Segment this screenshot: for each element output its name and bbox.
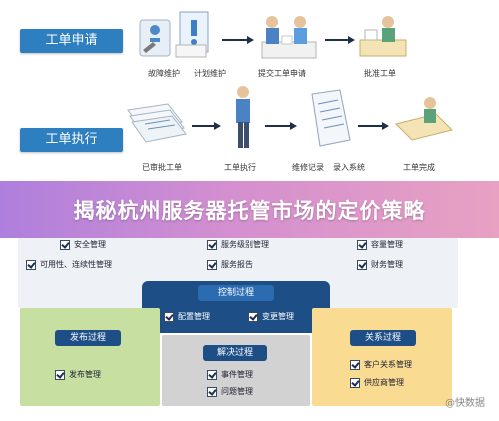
tools-icon [139,19,171,57]
check-incident: 事件管理 [207,369,253,380]
release-process-panel [20,308,160,406]
alert-document-icon [175,11,209,58]
checkbox-icon [248,311,258,322]
meeting-people-icon [261,16,317,59]
relation-process-panel [312,308,452,406]
check-finance: 财务管理 [357,259,403,270]
check-config: 配置管理 [164,311,210,322]
release-process-label: 发布过程 [55,330,121,346]
step-execute-order: 工单执行 [224,163,256,172]
checkbox-icon [350,359,360,370]
check-service-level: 服务级别管理 [207,239,269,250]
watermark: @快数据 [445,398,485,409]
checkbox-icon [357,239,367,250]
control-process-label: 控制过程 [198,285,274,301]
step-enter-system: 录入系统 [333,163,365,172]
step-approve: 批准工单 [364,69,396,78]
checkbox-icon [350,377,360,388]
workflow-illustration [127,11,453,148]
check-supplier: 供应商管理 [350,377,404,388]
check-problem: 问题管理 [207,386,253,397]
worker-icon [236,86,250,148]
step-planned-maintenance: 计划维护 [194,69,226,78]
step-order-complete: 工单完成 [403,163,435,172]
check-capacity: 容量管理 [357,239,403,250]
section-label-execute: 工单执行 [20,128,123,152]
step-approved-order: 已审批工单 [142,163,182,172]
checkbox-icon [26,259,36,270]
checkbox-icon [207,239,217,250]
checkbox-icon [207,386,217,397]
document-stack-icon [127,103,187,143]
checkbox-icon [207,259,217,270]
completion-desk-icon [395,97,453,141]
section-label-apply: 工单申请 [20,29,123,53]
checkbox-icon [55,369,65,380]
check-change: 变更管理 [248,311,294,322]
resolve-process-label: 解决过程 [203,345,267,361]
step-fault-maintenance: 故障维护 [148,69,180,78]
checkbox-icon [164,311,174,322]
check-customer: 客户关系管理 [350,359,412,370]
approval-icon [359,16,407,57]
check-service-report: 服务报告 [207,259,253,270]
check-release: 发布管理 [55,369,101,380]
relation-process-label: 关系过程 [350,330,416,346]
check-availability: 可用性、连续性管理 [26,259,112,270]
record-document-icon [311,89,351,147]
step-submit-request: 提交工单申请 [258,69,306,78]
checkbox-icon [207,369,217,380]
checkbox-icon [357,259,367,270]
checkbox-icon [60,239,70,250]
banner-title: 揭秘杭州服务器托管市场的定价策略 [73,199,426,223]
check-security: 安全管理 [60,239,106,250]
title-banner: 揭秘杭州服务器托管市场的定价策略 [0,181,499,238]
step-maintenance-record: 维修记录 [292,163,324,172]
